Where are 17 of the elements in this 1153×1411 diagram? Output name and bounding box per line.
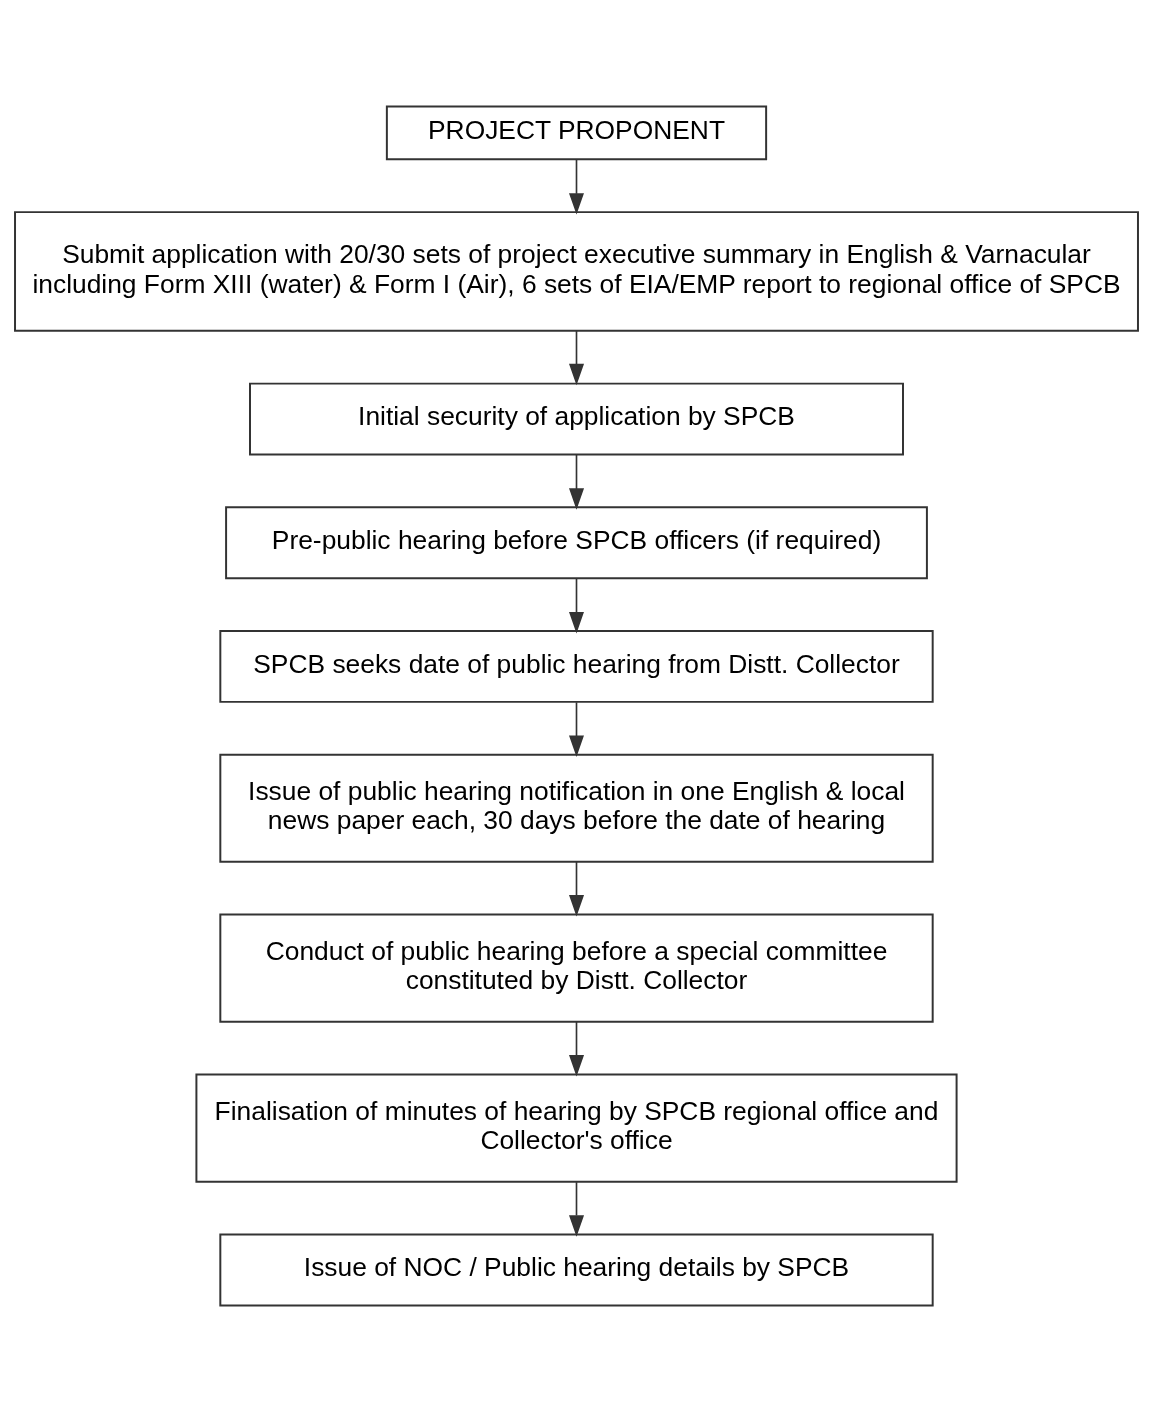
arrow — [569, 1020, 584, 1076]
node-box: SPCB seeks date of public hearing from Distt. Collector — [219, 629, 934, 703]
node-box: Issue of NOC / Public hearing details by SPCB — [219, 1233, 934, 1306]
arrow — [569, 329, 584, 385]
node-box: Issue of public hearing notification in one English & local news paper each, 30 days before the date of hearing — [219, 753, 934, 863]
node-box: Submit application with 20/30 sets of project executive summary in English & Varnacular including Form XIII (water) & Form I (Air), 6 sets of EIA/EMP report to regional office of SPCB — [14, 210, 1139, 332]
node-box: Pre-public hearing before SPCB officers (if required) — [225, 505, 928, 579]
arrow — [569, 1180, 584, 1237]
node-box: Initial security of application by SPCB — [249, 382, 904, 455]
arrow — [569, 453, 584, 510]
arrow — [569, 158, 584, 215]
node-box: Conduct of public hearing before a special committee constituted by Distt. Collector — [219, 913, 934, 1023]
node-box: Finalisation of minutes of hearing by SPCB regional office and Collector's office — [195, 1073, 958, 1183]
arrow — [569, 577, 584, 633]
arrow — [569, 860, 584, 917]
arrow — [569, 701, 584, 757]
node-box: PROJECT PROPONENT — [385, 105, 768, 160]
